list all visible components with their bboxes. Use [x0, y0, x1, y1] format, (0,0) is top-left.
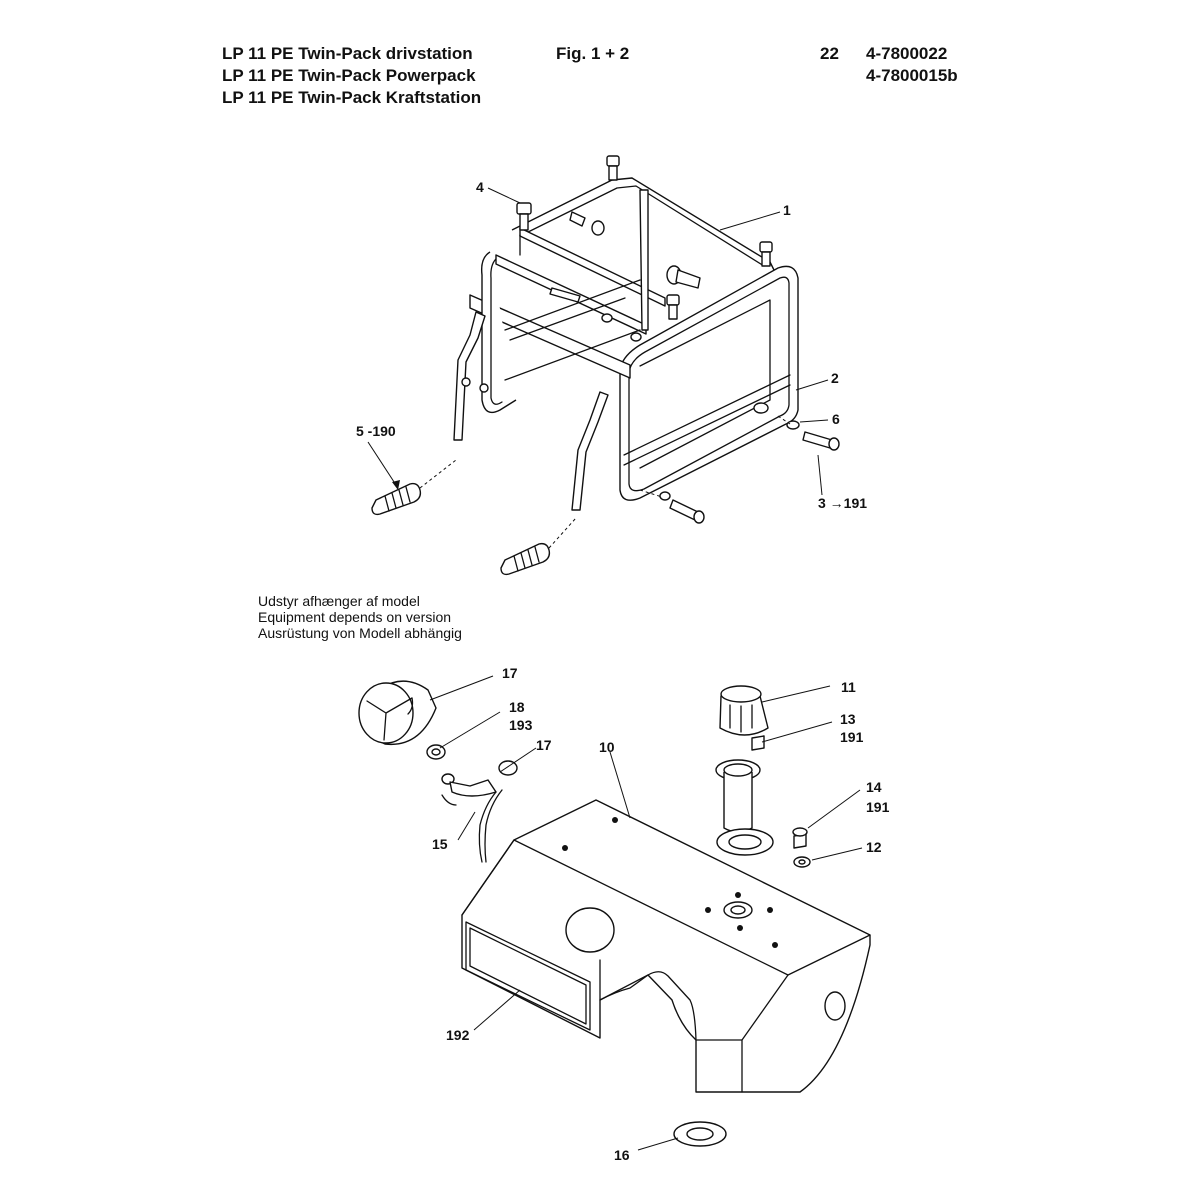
leader-17b: [499, 747, 537, 773]
filler-cap-11: [719, 695, 769, 736]
frame-left-loop: [480, 251, 517, 414]
leader-17a: [429, 675, 494, 701]
doc-number-1: 4-7800022: [866, 44, 948, 63]
tank-assembly: [358, 675, 871, 1151]
callout-12: 12: [866, 839, 882, 855]
note-line-da: Udstyr afhænger af model: [258, 593, 420, 609]
callout-5-190: 5 -190: [356, 423, 396, 439]
callout-17b: 17: [536, 737, 552, 753]
rubber-stud-4: [516, 202, 532, 215]
level-sender-15: [441, 760, 518, 863]
callout-13-191: 191: [840, 729, 864, 745]
callout-13: 13: [840, 711, 856, 727]
washer-mount: [753, 402, 769, 414]
leader-11: [761, 685, 831, 703]
note-line-de: Ausrüstung von Modell abhängig: [258, 625, 462, 641]
leader-15: [457, 811, 476, 841]
leader-12: [811, 847, 863, 861]
leader-14: [807, 789, 861, 829]
callout-16: 16: [614, 1147, 630, 1163]
note-line-en: Equipment depends on version: [258, 609, 452, 625]
title-line-3: LP 11 PE Twin-Pack Kraftstation: [222, 88, 482, 107]
callout-14: 14: [866, 779, 882, 795]
figure-reference: Fig. 1 + 2: [556, 44, 630, 63]
callout-18-193: 193: [509, 717, 533, 733]
tank-side-hole: [565, 907, 615, 953]
tank-end-hole: [824, 991, 846, 1021]
screw-13: [751, 735, 765, 751]
fuel-gauge-17: [358, 680, 437, 746]
leader-3: [817, 454, 823, 496]
leader-6: [799, 419, 829, 423]
callout-1: 1: [783, 202, 791, 218]
leader-2: [795, 379, 829, 391]
leader-10: [609, 751, 631, 819]
doc-number-2: 4-7800015b: [866, 66, 958, 85]
callout-192: 192: [446, 1027, 470, 1043]
leader-1: [719, 211, 781, 231]
callout-4: 4: [476, 179, 484, 195]
title-line-1: LP 11 PE Twin-Pack drivstation: [222, 44, 473, 63]
callout-11: 11: [841, 679, 856, 695]
callout-15: 15: [432, 836, 448, 852]
frame-front-handle: [469, 294, 631, 379]
bolt-3: [802, 431, 833, 449]
leader-192: [473, 989, 521, 1031]
leader-4: [487, 187, 521, 204]
callout-3-191: 3 →191: [818, 495, 867, 511]
callout-17a: 17: [502, 665, 518, 681]
frame-assembly: [367, 155, 840, 576]
leader-13: [761, 721, 833, 743]
callout-18: 18: [509, 699, 525, 715]
washer-6: [786, 420, 800, 430]
rubber-foot-lower: [500, 517, 577, 576]
callout-2: 2: [831, 370, 839, 386]
title-line-2: LP 11 PE Twin-Pack Powerpack: [222, 66, 476, 85]
frame-front-leg: [571, 391, 609, 511]
page-number: 22: [820, 44, 839, 63]
tank-body-10: [461, 799, 871, 1093]
callout-6: 6: [832, 411, 840, 427]
equipment-note: Udstyr afhænger af model Equipment depen…: [258, 593, 462, 641]
leader-5: [367, 441, 399, 489]
rubber-foot-5: [371, 459, 457, 516]
callout-10: 10: [599, 739, 615, 755]
leader-16: [637, 1137, 679, 1151]
callout-14-191: 191: [866, 799, 890, 815]
leader-18: [439, 711, 501, 749]
frame-left-leg: [453, 311, 486, 441]
rubber-stud-top: [606, 155, 620, 167]
